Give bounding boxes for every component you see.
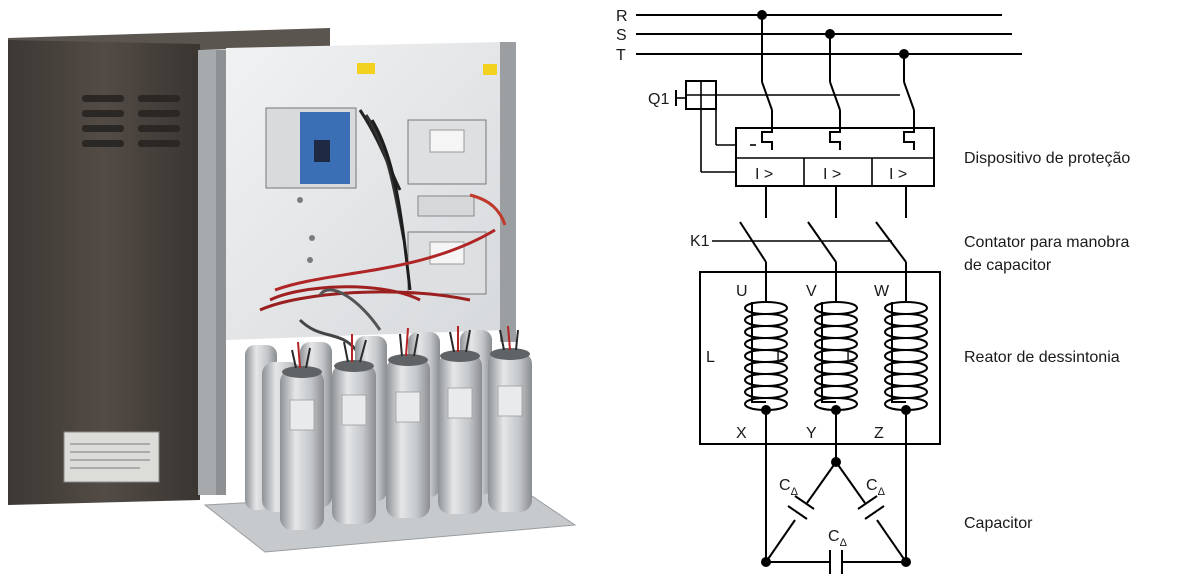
inductor-label: L	[776, 349, 785, 366]
capacitor-delta	[761, 457, 911, 574]
breaker-label-q1: Q1	[648, 91, 669, 108]
reactor-input-w: W	[874, 283, 890, 300]
label-reactor: Reator de dessintonia	[964, 349, 1120, 366]
reactor-coil	[744, 290, 788, 411]
phase-label-r: R	[616, 8, 628, 25]
trip-symbol: I >	[823, 166, 841, 183]
reactor-output-y: Y	[806, 425, 817, 442]
inductor-label: L	[846, 349, 855, 366]
reactor-enclosure	[699, 271, 941, 445]
breaker-contacts	[761, 81, 915, 118]
schematic: R S T Q1	[616, 8, 1130, 574]
phase-label-s: S	[616, 27, 627, 44]
reactor-input-u: U	[736, 283, 748, 300]
svg-text:CΔ: CΔ	[866, 477, 886, 498]
mounting-panel	[226, 42, 505, 340]
reactor-input-v: V	[806, 283, 817, 300]
capacitors	[245, 325, 532, 530]
capacitor-label: CΔ	[779, 477, 799, 498]
trip-symbol: I >	[755, 166, 773, 183]
svg-text:CΔ: CΔ	[779, 477, 799, 498]
phase-label-t: T	[616, 47, 626, 64]
label-capacitor: Capacitor	[964, 515, 1033, 532]
trip-symbol: I >	[889, 166, 907, 183]
capacitor-bank-photo	[8, 28, 577, 553]
contactor-k1	[712, 221, 907, 290]
reactor-output-z: Z	[874, 425, 884, 442]
cabinet-louvers	[82, 95, 180, 147]
capacitor-label: CΔ	[828, 528, 848, 549]
protection-device: I > I > I >	[735, 118, 935, 187]
reactor-coil	[814, 290, 858, 411]
cabinet-body	[8, 40, 200, 505]
tag-ct1	[357, 63, 375, 74]
capacitor-label: CΔ	[866, 477, 886, 498]
inductor-label: L	[706, 349, 715, 366]
label-contactor-line2: de capacitor	[964, 257, 1052, 274]
reactor-coil	[884, 290, 928, 411]
svg-text:CΔ: CΔ	[828, 528, 848, 549]
label-contactor-line1: Contator para manobra	[964, 234, 1130, 251]
tag-q1	[483, 64, 497, 75]
contactor-label-k1: K1	[690, 233, 710, 250]
label-protection-device: Dispositivo de proteção	[964, 150, 1130, 167]
wiring	[259, 109, 507, 351]
reactor-output-x: X	[736, 425, 747, 442]
nameplate	[63, 431, 160, 483]
breaker-q1-actuator	[675, 80, 900, 110]
